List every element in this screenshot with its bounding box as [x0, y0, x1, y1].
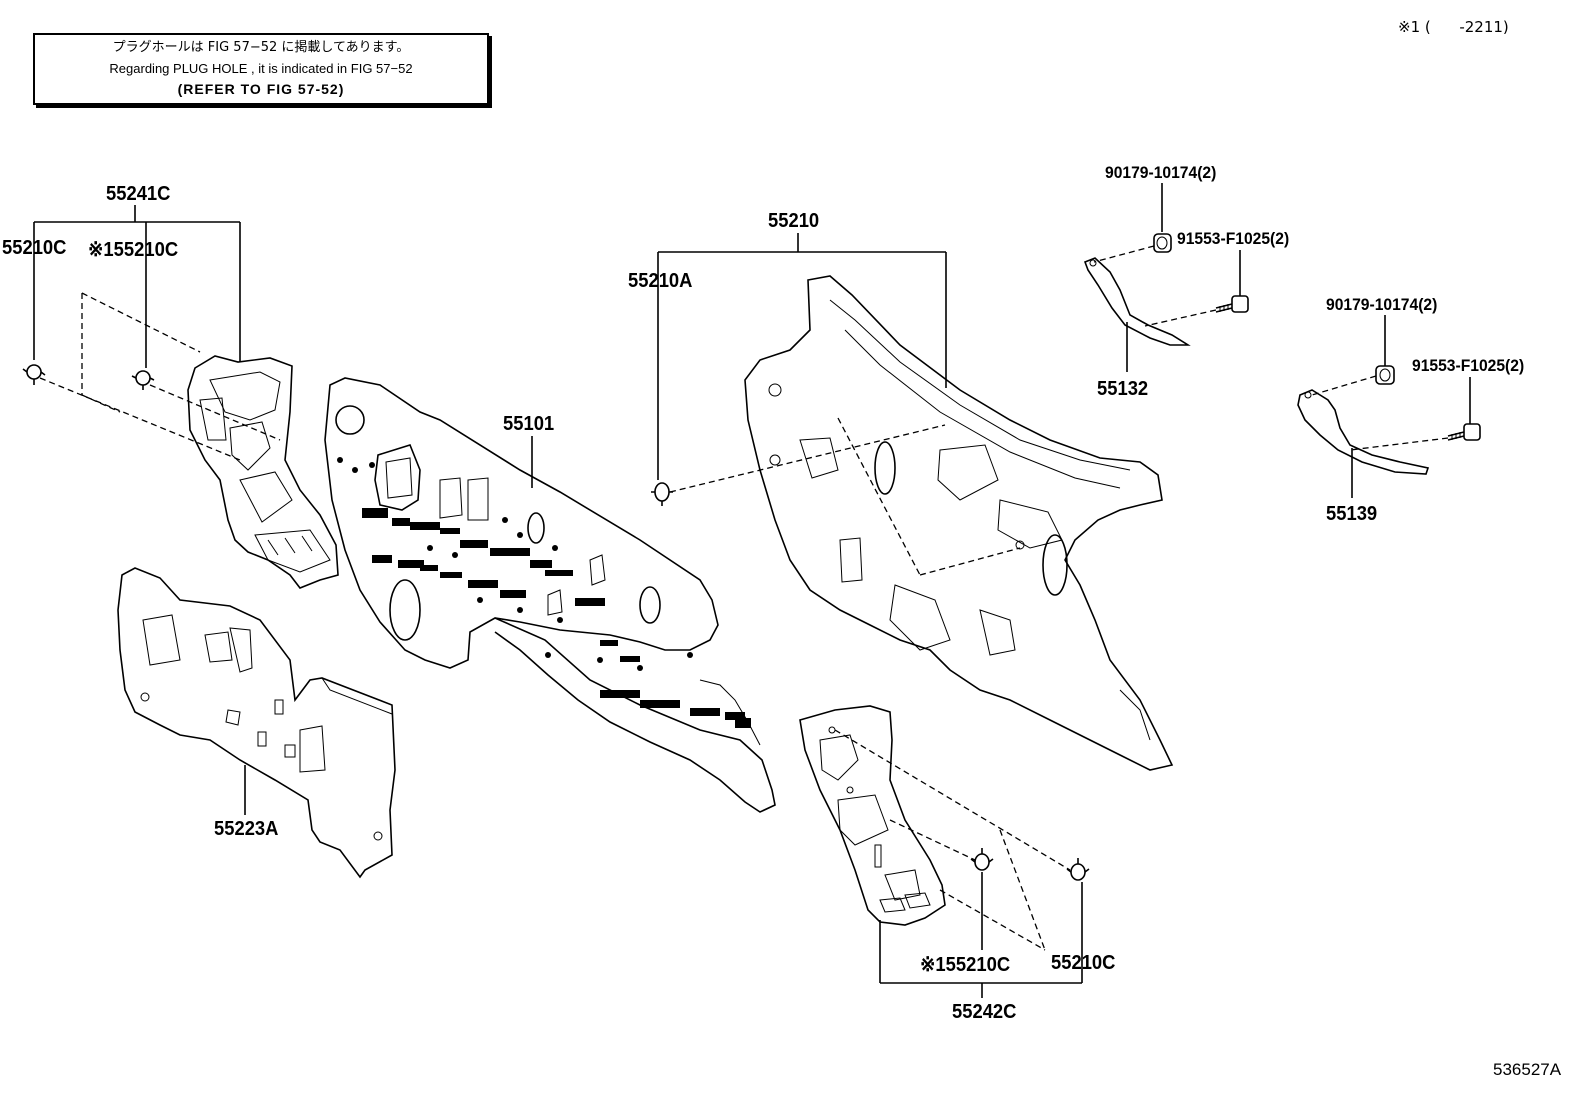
dash-panel-55101-shape	[324, 377, 776, 813]
note-japanese: プラグホールは FIG 57−52 に掲載してあります。	[112, 40, 410, 55]
clip-55210C-left-icon	[22, 364, 46, 385]
label-55101: 55101	[503, 413, 555, 435]
dash-lines-left	[39, 292, 281, 461]
label-55210C-left: 55210C	[2, 237, 67, 259]
label-91553-F1025-a: 91553-F1025(2)	[1177, 229, 1290, 248]
figure-id: 536527A	[1493, 1060, 1562, 1079]
insulator-55223A-shape	[117, 567, 396, 879]
plug-hole-note: プラグホールは FIG 57−52 に掲載してあります。 Regarding P…	[33, 33, 489, 105]
leader-55241C	[33, 205, 241, 368]
footnote-range: ※1 ( -2211)	[1398, 18, 1509, 36]
leader-55242C	[879, 872, 1083, 998]
label-91553-F1025-b: 91553-F1025(2)	[1412, 356, 1525, 375]
insulator-55242C-shape	[799, 705, 946, 926]
note-reference: (REFER TO FIG 57-52)	[177, 81, 345, 97]
label-55210C-left-s1: ※155210C	[88, 239, 179, 261]
label-55223A: 55223A	[214, 818, 279, 840]
bolt-91553-a-icon	[1215, 295, 1249, 313]
clip-55210C-left-s1-icon	[131, 370, 155, 390]
bolt-91553-b-icon	[1447, 423, 1481, 441]
insulator-55241C-shape	[187, 355, 339, 589]
label-55210A: 55210A	[628, 270, 693, 292]
label-55210C-bottom: 55210C	[1051, 952, 1116, 974]
dash-lines-55210	[669, 417, 1021, 576]
note-english: Regarding PLUG HOLE , it is indicated in…	[109, 61, 413, 76]
label-55210: 55210	[768, 210, 820, 232]
label-90179-10174-b: 90179-10174(2)	[1326, 295, 1438, 314]
dash-lines-bottom	[834, 729, 1071, 951]
label-55132: 55132	[1097, 378, 1149, 400]
dash-lines-55132	[1093, 245, 1217, 327]
clip-55210C-bottom-s1-icon	[970, 848, 994, 871]
label-55241C: 55241C	[106, 183, 171, 205]
label-55210C-bottom-s1: ※155210C	[920, 954, 1011, 976]
dash-lines-55139	[1311, 375, 1449, 451]
insulator-55210-shape	[744, 275, 1174, 771]
clip-55210C-bottom-icon	[1066, 858, 1090, 881]
clip-55210A-icon	[651, 482, 673, 506]
label-90179-10174-a: 90179-10174(2)	[1105, 163, 1217, 182]
nut-90179-b-icon	[1375, 365, 1395, 385]
nut-90179-a-icon	[1153, 233, 1172, 253]
bracket-55139-shape	[1297, 389, 1430, 475]
label-55139: 55139	[1326, 503, 1378, 525]
label-55242C: 55242C	[952, 1001, 1017, 1023]
leader-55210	[657, 233, 947, 480]
bracket-55132-shape	[1083, 257, 1191, 346]
